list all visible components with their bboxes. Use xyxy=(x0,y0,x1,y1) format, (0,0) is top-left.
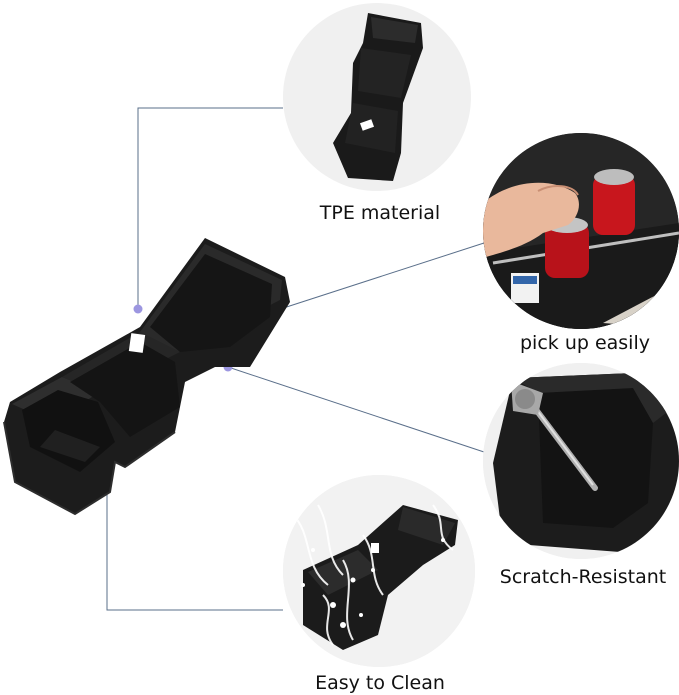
connector-dot xyxy=(133,304,143,314)
connector-line-tpe xyxy=(137,107,283,307)
pick-up-image xyxy=(483,133,679,329)
hand-can-photo xyxy=(483,133,679,329)
screwdriver-photo xyxy=(483,363,679,559)
feature-label-tpe: TPE material xyxy=(319,202,441,224)
connector-line-clean xyxy=(106,485,283,611)
connector-line-pickup xyxy=(267,242,485,314)
connector-line-scratch xyxy=(227,366,485,453)
scratch-resistant-image xyxy=(483,363,679,559)
easy-to-clean-image xyxy=(283,475,475,667)
tpe-organizer-photo xyxy=(333,13,423,181)
tpe-material-image xyxy=(283,3,471,191)
water-splash-photo xyxy=(283,475,475,667)
feature-label-pickup: pick up easily xyxy=(519,332,650,354)
feature-label-clean: Easy to Clean xyxy=(315,672,445,694)
organizer-tray-main xyxy=(3,238,290,516)
feature-label-scratch: Scratch-Resistant xyxy=(499,566,667,588)
